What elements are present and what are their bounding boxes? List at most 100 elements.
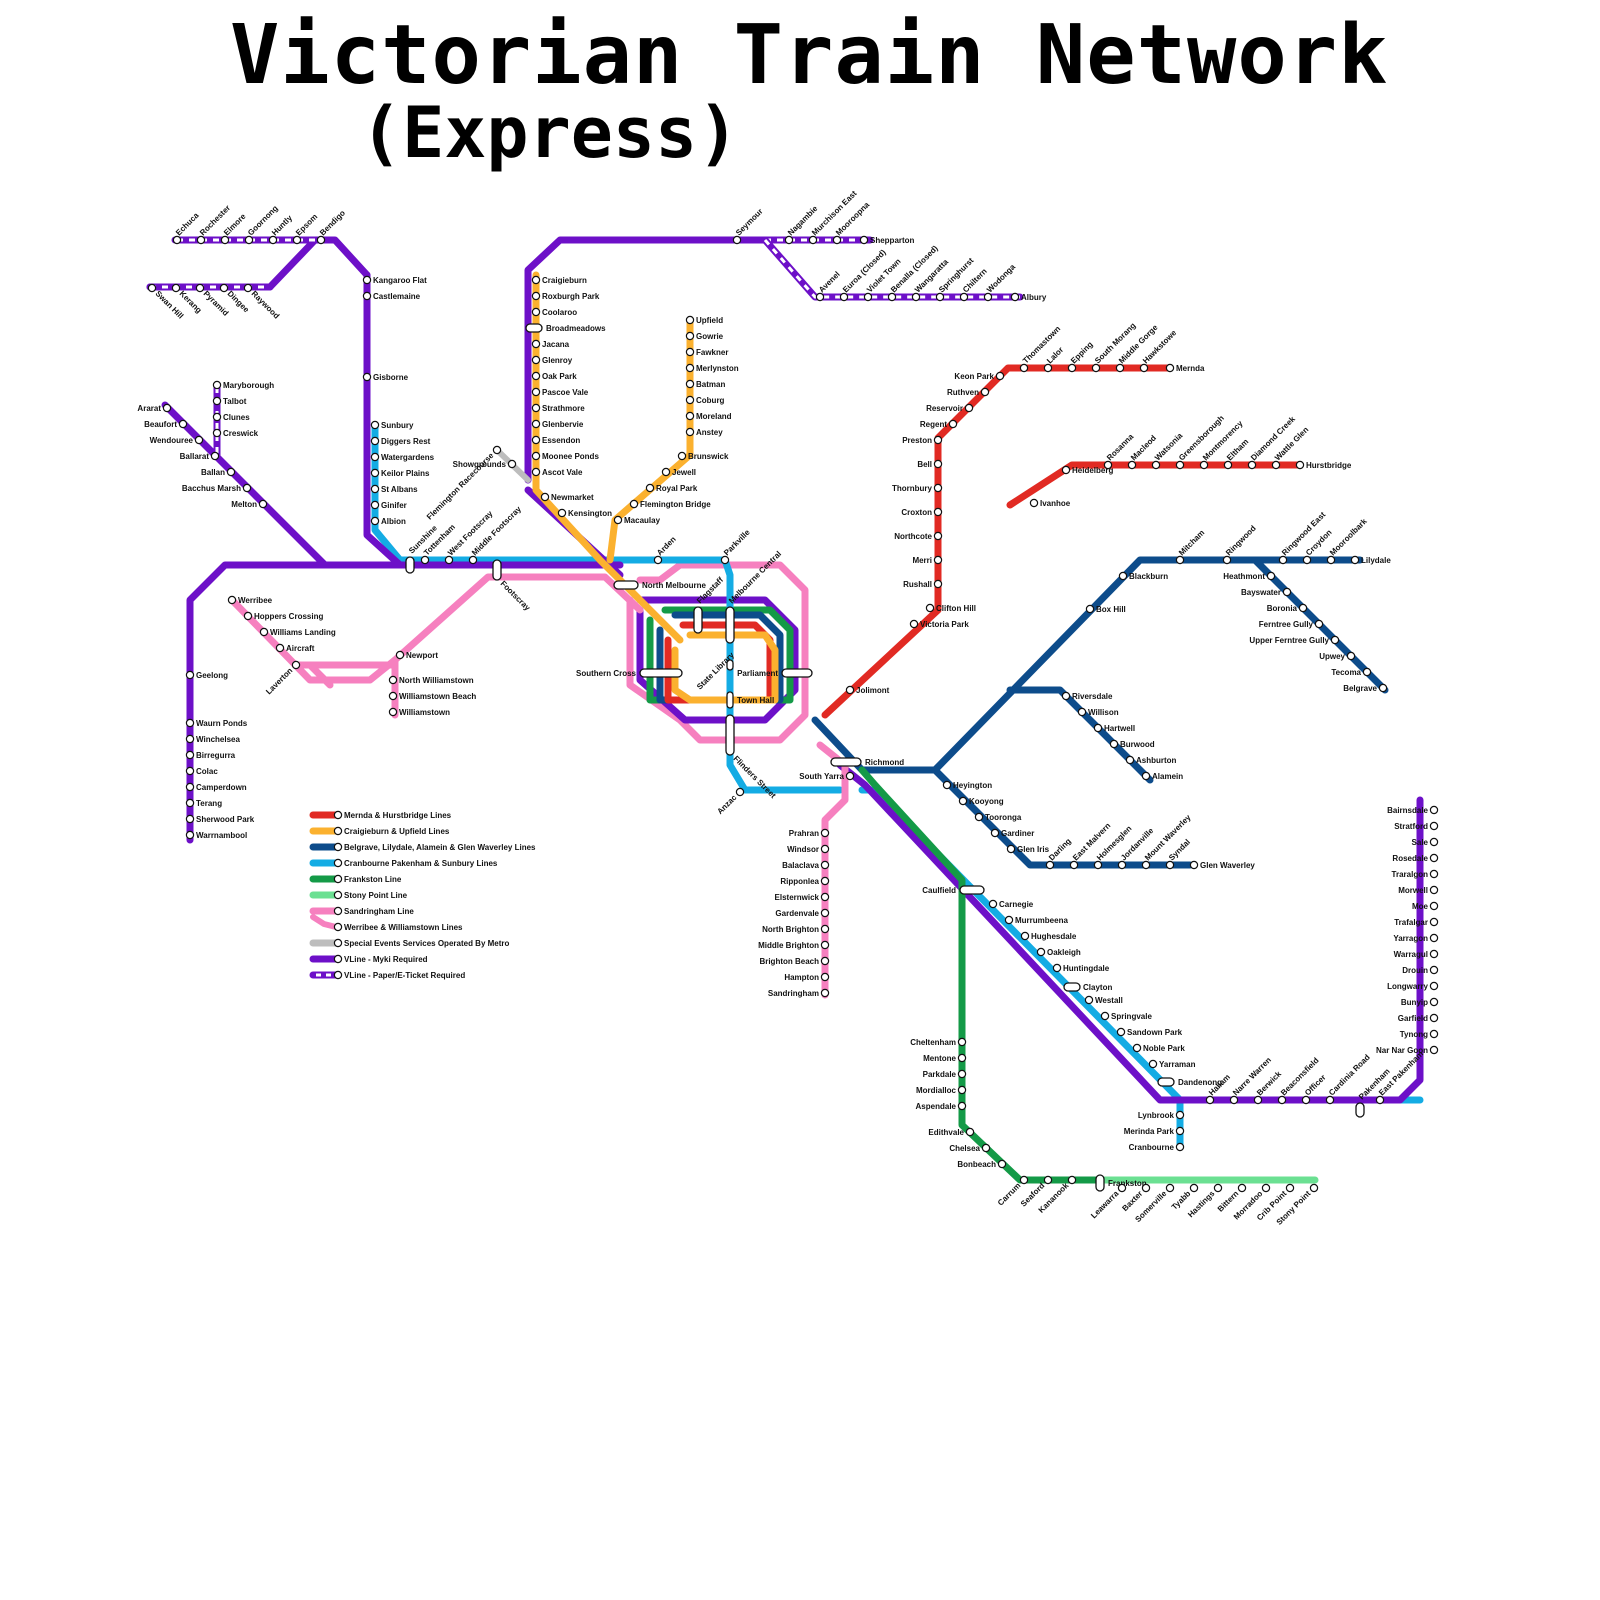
interchange-parliament[interactable] xyxy=(781,668,813,678)
station-murchison-east[interactable] xyxy=(808,235,818,245)
station-kerang[interactable] xyxy=(171,283,181,293)
station-heyington[interactable] xyxy=(942,780,952,790)
station-leawarra[interactable] xyxy=(1117,1183,1127,1193)
station-heidelberg[interactable] xyxy=(1061,465,1071,475)
station-castlemaine[interactable] xyxy=(362,291,372,301)
station-east-pakenham[interactable] xyxy=(1375,1095,1385,1105)
station-syndal[interactable] xyxy=(1165,860,1175,870)
station-laverton[interactable] xyxy=(291,660,301,670)
station-greensborough[interactable] xyxy=(1175,460,1185,470)
station-hurstbridge[interactable] xyxy=(1295,460,1305,470)
station-warrnambool[interactable] xyxy=(185,830,195,840)
station-oak-park[interactable] xyxy=(531,371,541,381)
station-preston[interactable] xyxy=(933,435,943,445)
station-gardenvale[interactable] xyxy=(820,908,830,918)
station-pyramid[interactable] xyxy=(195,283,205,293)
station-newport[interactable] xyxy=(395,650,405,660)
station-brunswick[interactable] xyxy=(677,451,687,461)
station-sandringham[interactable] xyxy=(820,988,830,998)
station-wattle-glen[interactable] xyxy=(1271,460,1281,470)
interchange-flagstaff[interactable] xyxy=(693,606,703,634)
station-blackburn[interactable] xyxy=(1118,571,1128,581)
station-ripponlea[interactable] xyxy=(820,876,830,886)
station-jolimont[interactable] xyxy=(845,685,855,695)
station-mitcham[interactable] xyxy=(1175,555,1185,565)
station-williamstown-beach[interactable] xyxy=(388,691,398,701)
station-longwarry[interactable] xyxy=(1429,981,1439,991)
station-glen-waverley[interactable] xyxy=(1189,860,1199,870)
station-wendouree[interactable] xyxy=(194,435,204,445)
station-carrum[interactable] xyxy=(1019,1175,1029,1185)
station-yarraman[interactable] xyxy=(1148,1059,1158,1069)
station-swan-hill[interactable] xyxy=(147,283,157,293)
station-traralgon[interactable] xyxy=(1429,869,1439,879)
station-noble-park[interactable] xyxy=(1132,1043,1142,1053)
station-brighton-beach[interactable] xyxy=(820,956,830,966)
station-crib-point[interactable] xyxy=(1285,1183,1295,1193)
station-coburg[interactable] xyxy=(685,395,695,405)
station-creswick[interactable] xyxy=(212,428,222,438)
station-macaulay[interactable] xyxy=(613,515,623,525)
station-north-williamstown[interactable] xyxy=(388,675,398,685)
interchange-sunshine[interactable] xyxy=(405,556,415,574)
station-sunbury[interactable] xyxy=(370,420,380,430)
station-holmesglen[interactable] xyxy=(1093,860,1103,870)
station-glenbervie[interactable] xyxy=(531,419,541,429)
station-north-brighton[interactable] xyxy=(820,924,830,934)
station-warragul[interactable] xyxy=(1429,949,1439,959)
station-terang[interactable] xyxy=(185,798,195,808)
station-raywood[interactable] xyxy=(243,283,253,293)
station-cardinia-road[interactable] xyxy=(1325,1095,1335,1105)
station-aircraft[interactable] xyxy=(275,643,285,653)
interchange-caulfield[interactable] xyxy=(959,885,985,895)
station-riversdale[interactable] xyxy=(1061,691,1071,701)
interchange-pakenham[interactable] xyxy=(1355,1102,1365,1118)
station-belgrave[interactable] xyxy=(1378,683,1388,693)
station-parkville[interactable] xyxy=(720,555,730,565)
station-mooroopna[interactable] xyxy=(832,235,842,245)
station-tooronga[interactable] xyxy=(974,812,984,822)
station-stony-point[interactable] xyxy=(1309,1183,1319,1193)
station-arden[interactable] xyxy=(653,555,663,565)
station-burwood[interactable] xyxy=(1109,739,1119,749)
station-drouin[interactable] xyxy=(1429,965,1439,975)
station-jewell[interactable] xyxy=(661,467,671,477)
station-upfield[interactable] xyxy=(685,315,695,325)
station-tottenham[interactable] xyxy=(420,555,430,565)
station-clunes[interactable] xyxy=(212,412,222,422)
station-merlynston[interactable] xyxy=(685,363,695,373)
station-lalor[interactable] xyxy=(1043,363,1053,373)
station-yarragon[interactable] xyxy=(1429,933,1439,943)
station-moreland[interactable] xyxy=(685,411,695,421)
interchange-frankston[interactable] xyxy=(1095,1174,1105,1192)
station-carnegie[interactable] xyxy=(988,899,998,909)
station-northcote[interactable] xyxy=(933,531,943,541)
station-murrumbeena[interactable] xyxy=(1004,915,1014,925)
station-rochester[interactable] xyxy=(196,235,206,245)
station-nar-nar-goon[interactable] xyxy=(1429,1045,1439,1055)
station-kooyong[interactable] xyxy=(958,796,968,806)
station-epsom[interactable] xyxy=(292,235,302,245)
station-narre-warren[interactable] xyxy=(1229,1095,1239,1105)
station-ferntree-gully[interactable] xyxy=(1314,619,1324,629)
station-croydon[interactable] xyxy=(1302,555,1312,565)
station-oakleigh[interactable] xyxy=(1036,947,1046,957)
station-east-malvern[interactable] xyxy=(1069,860,1079,870)
station-south-yarra[interactable] xyxy=(845,771,855,781)
station-seaford[interactable] xyxy=(1043,1175,1053,1185)
station-springhurst[interactable] xyxy=(935,292,945,302)
station-heathmont[interactable] xyxy=(1266,571,1276,581)
station-middle-gorge[interactable] xyxy=(1115,363,1125,373)
station-bonbeach[interactable] xyxy=(997,1159,1007,1169)
station-cranbourne[interactable] xyxy=(1175,1142,1185,1152)
station-colac[interactable] xyxy=(185,766,195,776)
station-mernda[interactable] xyxy=(1165,363,1175,373)
station-regent[interactable] xyxy=(948,419,958,429)
interchange-southern-cross[interactable] xyxy=(639,668,683,678)
station-morwell[interactable] xyxy=(1429,885,1439,895)
station-anstey[interactable] xyxy=(685,427,695,437)
station-bairnsdale[interactable] xyxy=(1429,805,1439,815)
station-birregurra[interactable] xyxy=(185,750,195,760)
interchange-flinders-street[interactable] xyxy=(725,714,735,756)
station-elsternwick[interactable] xyxy=(820,892,830,902)
